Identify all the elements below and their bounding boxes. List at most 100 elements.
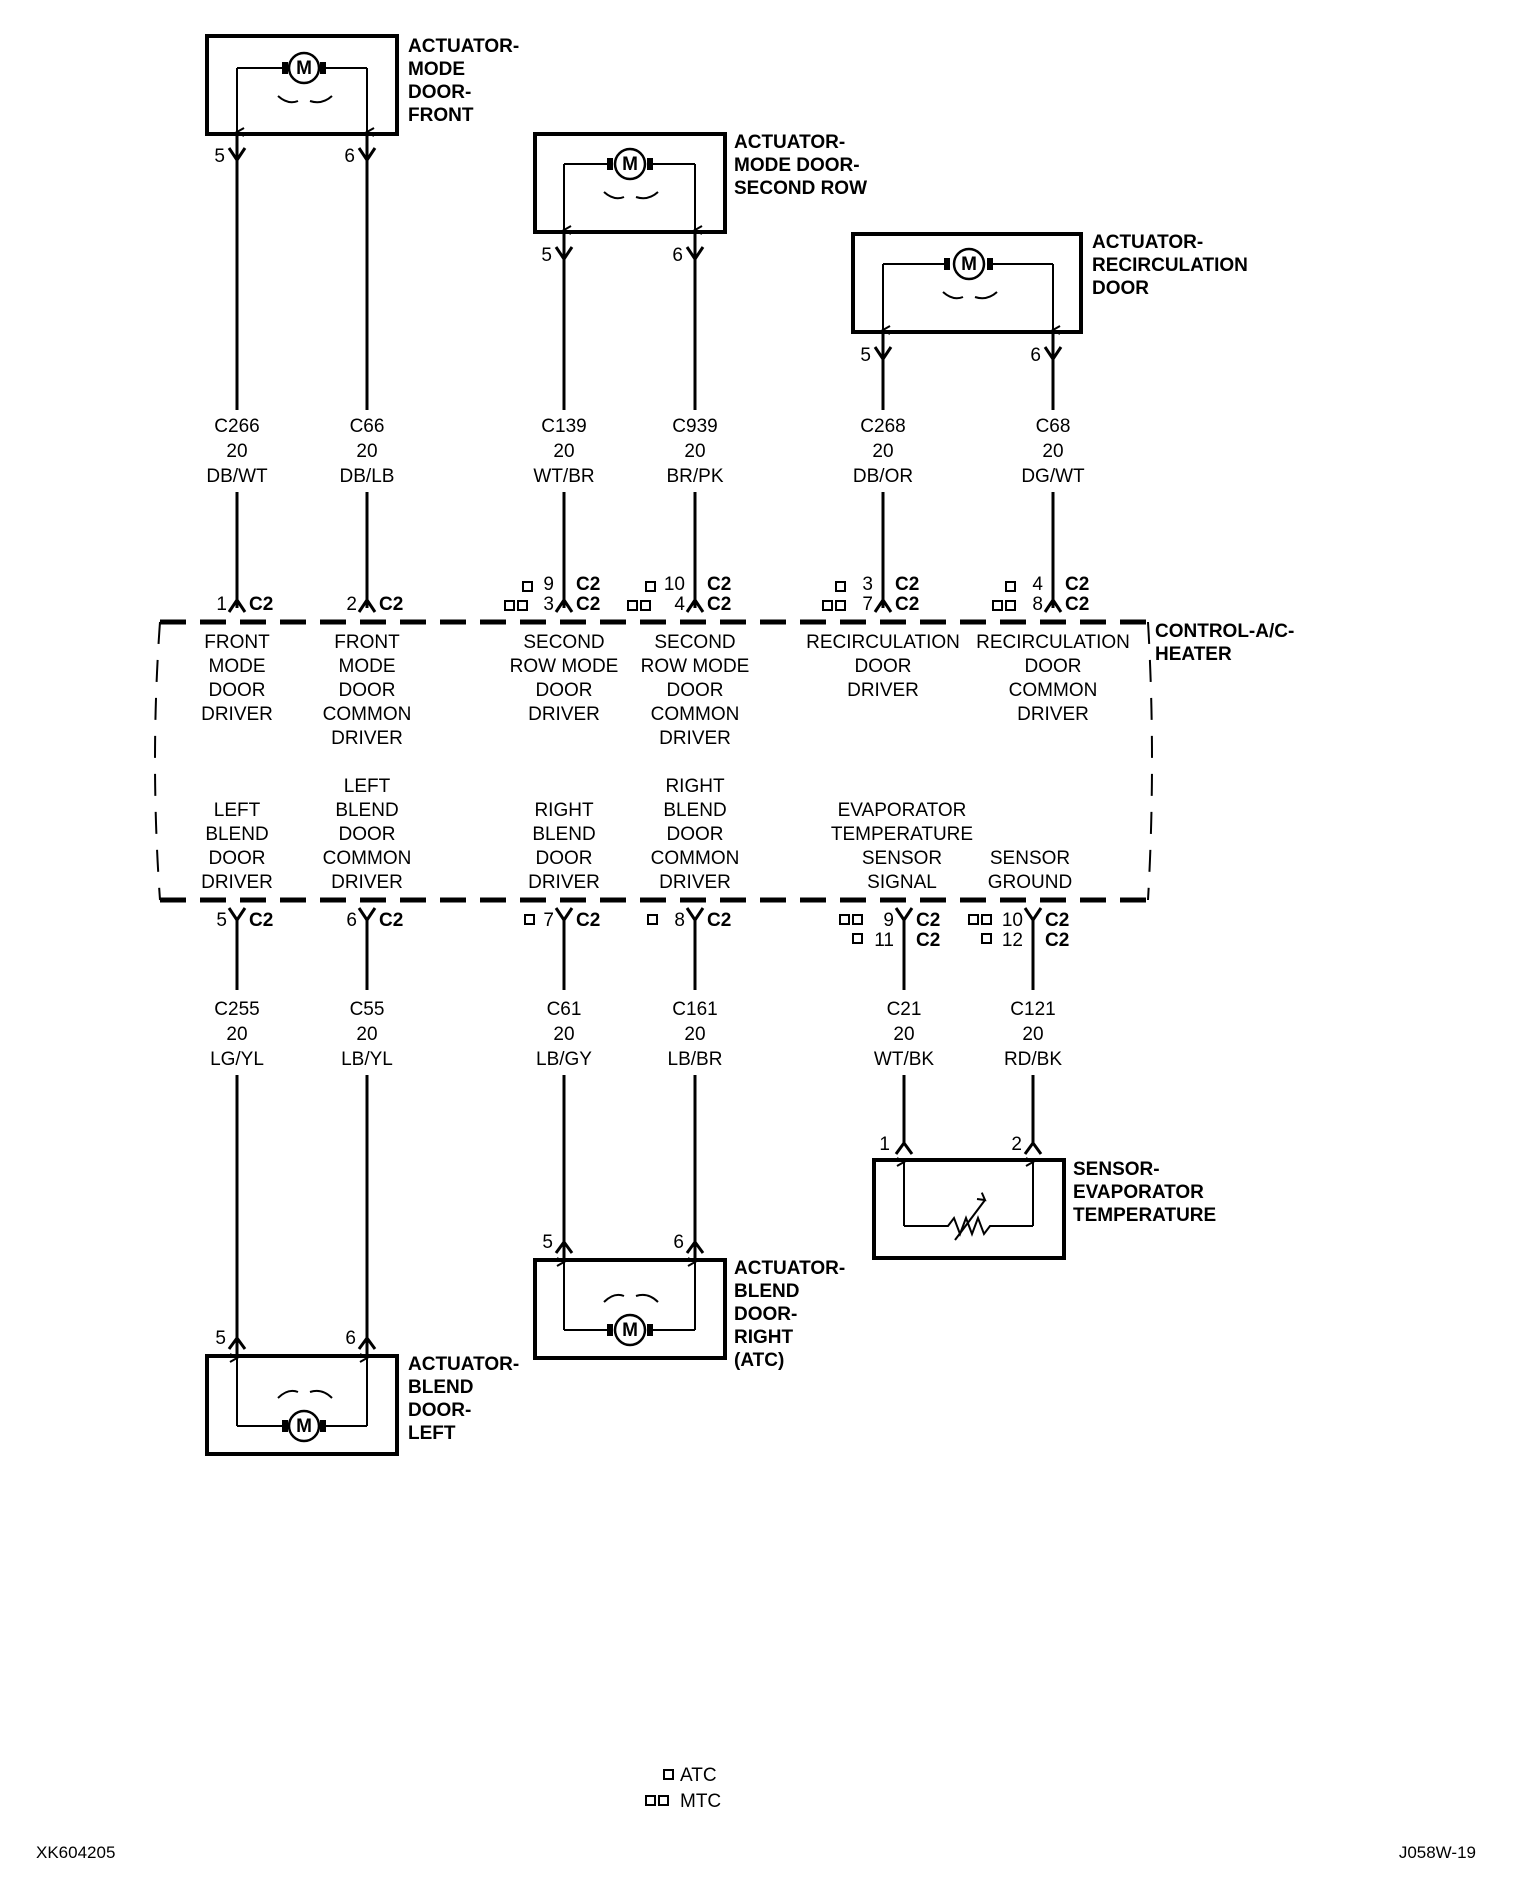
lower-connector-label: C2: [576, 910, 600, 931]
lower-pin-label: 9: [883, 910, 894, 931]
wire-circuit-label: C21: [887, 999, 922, 1020]
option-square-icon: [822, 600, 833, 611]
legend-mtc-square-icon: [645, 1795, 656, 1806]
motor-symbol: M: [622, 154, 638, 175]
top-pin-label: 6: [344, 146, 355, 167]
top-pin-label: 5: [860, 345, 871, 366]
upper-connector-label: C2: [707, 594, 731, 615]
wire-gauge-label: 20: [1022, 1024, 1043, 1045]
blend-left-title-4: LEFT: [408, 1423, 456, 1444]
wire-gauge-label: 20: [684, 1024, 705, 1045]
wire-gauge-label: 20: [356, 441, 377, 462]
controller-title-2: HEATER: [1155, 644, 1232, 665]
upper-connector-label: C2: [707, 574, 731, 595]
connector-arrow: [554, 597, 574, 613]
upper-connector-label: C2: [576, 574, 600, 595]
connector-fork: [554, 246, 574, 262]
motor-symbol: M: [622, 1320, 638, 1341]
motor-icon: [613, 147, 647, 181]
connector-fork: [1043, 346, 1063, 362]
blend-left-title-2: BLEND: [408, 1377, 473, 1398]
mode-second-title-3: SECOND ROW: [734, 178, 867, 199]
upper-pin-label: 4: [1032, 574, 1043, 595]
connector-arrow: [873, 597, 893, 613]
module-function-label: SECOND: [523, 632, 604, 653]
option-square-icon: [835, 600, 846, 611]
legend-mtc-label: MTC: [680, 1791, 721, 1812]
blend-right-pin-6: 6: [673, 1232, 684, 1253]
option-square-icon: [992, 600, 1003, 611]
option-square-icon: [517, 600, 528, 611]
module-function-label: EVAPORATOR: [838, 800, 967, 821]
module-function-label: COMMON: [323, 704, 412, 725]
module-function-label: DOOR: [536, 848, 593, 869]
actuator-mode-door-front: M: [205, 34, 399, 134]
wire-circuit-label: C68: [1036, 416, 1071, 437]
module-function-label: DRIVER: [331, 872, 403, 893]
option-square-icon: [524, 914, 535, 925]
wire-circuit-label: C268: [860, 416, 905, 437]
wire-color-label: WT/BK: [874, 1049, 934, 1070]
module-function-label: DOOR: [209, 680, 266, 701]
connector-fork: [357, 147, 377, 163]
wire-circuit-label: C121: [1010, 999, 1055, 1020]
blend-right-pin-5: 5: [542, 1232, 553, 1253]
legend: ATC MTC: [645, 1765, 721, 1812]
option-square-icon: [968, 914, 979, 925]
module-function-label: BLEND: [532, 824, 595, 845]
module-function-label: DOOR: [667, 824, 724, 845]
wire-gauge-label: 20: [226, 1024, 247, 1045]
wire-circuit-label: C139: [541, 416, 586, 437]
sensor-pin-2: 2: [1011, 1134, 1022, 1155]
upper-connector-label: C2: [576, 594, 600, 615]
top-pin-label: 5: [214, 146, 225, 167]
module-function-label: MODE: [339, 656, 396, 677]
module-function-label: TEMPERATURE: [831, 824, 973, 845]
module-function-label: LEFT: [214, 800, 261, 821]
module-function-label: COMMON: [323, 848, 412, 869]
module-function-label: DRIVER: [201, 704, 273, 725]
upper-connector-label: C2: [895, 574, 919, 595]
module-function-label: FRONT: [334, 632, 400, 653]
option-square-icon: [981, 933, 992, 944]
sensor-title-3: TEMPERATURE: [1073, 1205, 1216, 1226]
legend-atc-square-icon: [663, 1769, 674, 1780]
blend-left-pin-6: 6: [345, 1328, 356, 1349]
wire-gauge-label: 20: [226, 441, 247, 462]
motor-symbol: M: [296, 58, 312, 79]
module-function-label: DOOR: [339, 824, 396, 845]
wire-gauge-label: 20: [553, 441, 574, 462]
wire-gauge-label: 20: [1042, 441, 1063, 462]
lower-connector-label: C2: [916, 930, 940, 951]
wire-circuit-label: C255: [214, 999, 259, 1020]
module-function-label: SIGNAL: [867, 872, 937, 893]
upper-connector-label: C2: [379, 594, 403, 615]
option-square-icon: [645, 581, 656, 592]
blend-right-title-3: DOOR-: [734, 1304, 797, 1325]
option-square-icon: [981, 914, 992, 925]
top-pin-label: 5: [541, 245, 552, 266]
controller-title-1: CONTROL-A/C-: [1155, 621, 1294, 642]
connector-arrow: [1043, 597, 1063, 613]
mode-front-title-2: MODE: [408, 59, 465, 80]
lower-connector-label: C2: [1045, 910, 1069, 931]
option-square-icon: [835, 581, 846, 592]
module-function-label: BLEND: [205, 824, 268, 845]
wire-gauge-label: 20: [893, 1024, 914, 1045]
motor-icon: [952, 247, 986, 281]
wire-circuit-label: C61: [547, 999, 582, 1020]
upper-pin-label: 7: [862, 594, 873, 615]
option-square-icon: [504, 600, 515, 611]
wire-color-label: DB/WT: [206, 466, 268, 487]
mode-front-title-4: FRONT: [408, 105, 474, 126]
lower-pin-label: 12: [1002, 930, 1023, 951]
wire-color-label: DB/LB: [340, 466, 395, 487]
sensor-title-1: SENSOR-: [1073, 1159, 1160, 1180]
module-function-label: RECIRCULATION: [806, 632, 960, 653]
mode-second-title-2: MODE DOOR-: [734, 155, 860, 176]
connector-fork: [873, 346, 893, 362]
module-labels: FRONTMODEDOORDRIVERFRONTMODEDOORCOMMONDR…: [201, 632, 1130, 893]
